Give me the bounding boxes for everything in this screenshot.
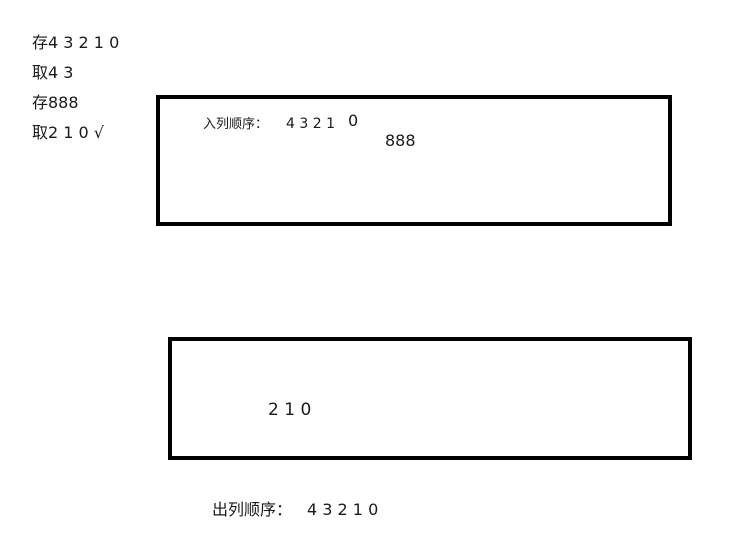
enqueue-box bbox=[156, 95, 672, 226]
enqueue-extra-value: 888 bbox=[385, 131, 416, 150]
dequeue-content: 2 1 0 bbox=[268, 400, 312, 420]
note-line-2: 取4 3 bbox=[32, 63, 74, 82]
dequeue-label: 出列顺序： bbox=[212, 500, 293, 519]
enqueue-last-value: 0 bbox=[348, 111, 359, 130]
note-line-1: 存4 3 2 1 0 bbox=[32, 33, 120, 52]
enqueue-label: 入列顺序： bbox=[203, 117, 269, 132]
dequeue-sequence: 4 3 2 1 0 bbox=[307, 500, 379, 519]
note-line-3: 存888 bbox=[32, 93, 79, 112]
enqueue-sequence: 4 3 2 1 bbox=[286, 116, 335, 132]
note-line-4: 取2 1 0 √ bbox=[32, 123, 104, 142]
dequeue-box bbox=[168, 337, 692, 460]
